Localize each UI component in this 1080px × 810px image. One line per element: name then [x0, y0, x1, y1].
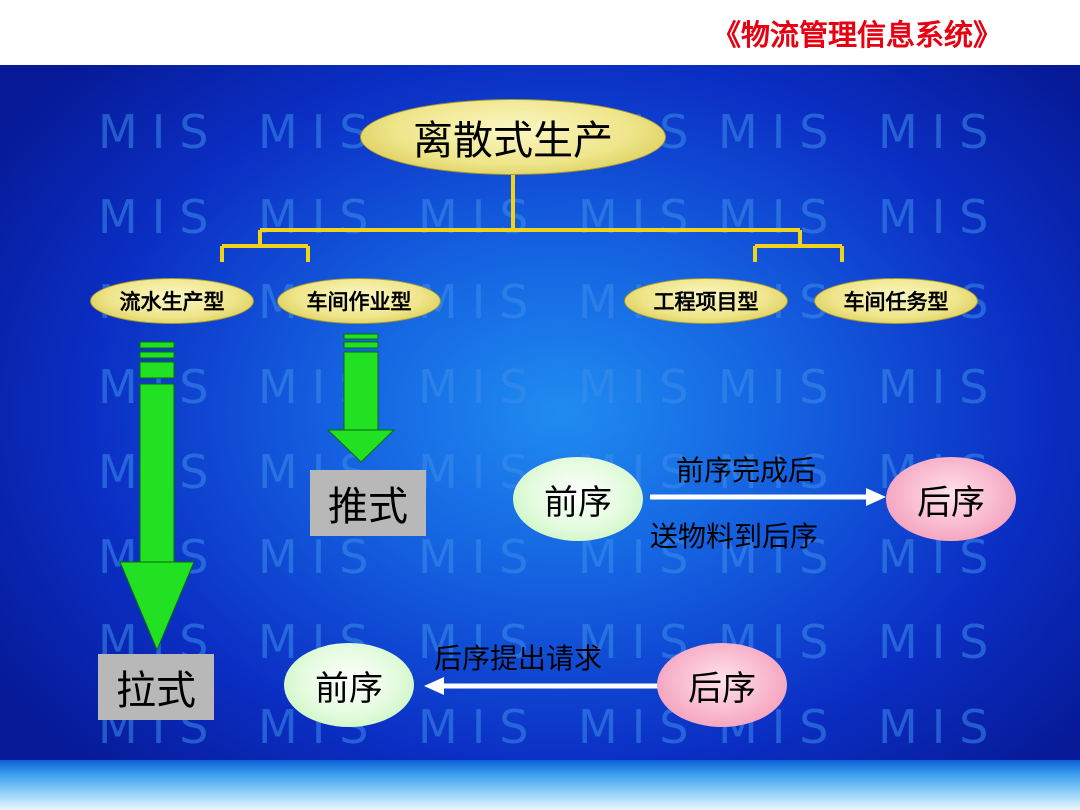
watermark-mis: MIS [418, 615, 543, 669]
watermark-mis: MIS [878, 360, 1003, 414]
document-title: 《物流管理信息系统》 [711, 18, 1002, 52]
watermark-mis: MIS [98, 105, 223, 159]
child-node-4: 车间任务型 [814, 278, 978, 324]
watermark-mis: MIS [98, 190, 223, 244]
watermark-mis: MIS [878, 105, 1003, 159]
watermark-mis: MIS [718, 445, 843, 499]
watermark-mis: MIS [718, 105, 843, 159]
push-arrow-bottom-text: 送物料到后序 [650, 520, 819, 553]
watermark-mis: MIS [718, 360, 843, 414]
watermark-mis: MIS [418, 190, 543, 244]
push-flow-arrow [650, 488, 886, 506]
pull-from-node: 后序 [657, 643, 787, 727]
watermark-mis: MIS [418, 530, 543, 584]
watermark-mis: MIS [878, 700, 1003, 754]
pull-flow-arrow [424, 677, 660, 695]
tree-connectors [220, 172, 844, 262]
child-node-1: 流水生产型 [90, 278, 254, 324]
watermark-mis: MIS [258, 530, 383, 584]
push-arrow-top-text: 前序完成后 [676, 454, 817, 487]
watermark-mis: MIS [878, 190, 1003, 244]
push-from-node: 前序 [513, 457, 643, 541]
watermark-mis: MIS [418, 360, 543, 414]
watermark-mis: MIS [418, 445, 543, 499]
child-node-2: 车间作业型 [277, 278, 441, 324]
root-node: 离散式生产 [360, 99, 666, 175]
watermark-mis: MIS [878, 615, 1003, 669]
header-bar: 《物流管理信息系统》 [0, 0, 1080, 65]
footer-band [0, 760, 1080, 810]
watermark-mis: MIS [578, 360, 703, 414]
pull-to-node: 前序 [284, 643, 414, 727]
watermark-mis: MIS [258, 105, 383, 159]
push-down-arrow [326, 333, 396, 463]
pull-down-arrow [119, 341, 195, 652]
watermark-mis: MIS [578, 190, 703, 244]
pull-label: 拉式 [98, 654, 214, 720]
watermark-mis: MIS [718, 190, 843, 244]
push-to-node: 后序 [886, 457, 1016, 541]
diagram-background: MIS MIS MIS MIS MIS MIS MIS MIS MIS MIS MIS MIS MIS M… [0, 65, 1080, 760]
pull-arrow-top-text: 后序提出请求 [434, 642, 603, 675]
watermark-mis: MIS [718, 530, 843, 584]
push-label: 推式 [310, 470, 426, 536]
watermark-mis: MIS [258, 190, 383, 244]
watermark-mis: MIS [418, 700, 543, 754]
child-node-3: 工程项目型 [624, 278, 788, 324]
